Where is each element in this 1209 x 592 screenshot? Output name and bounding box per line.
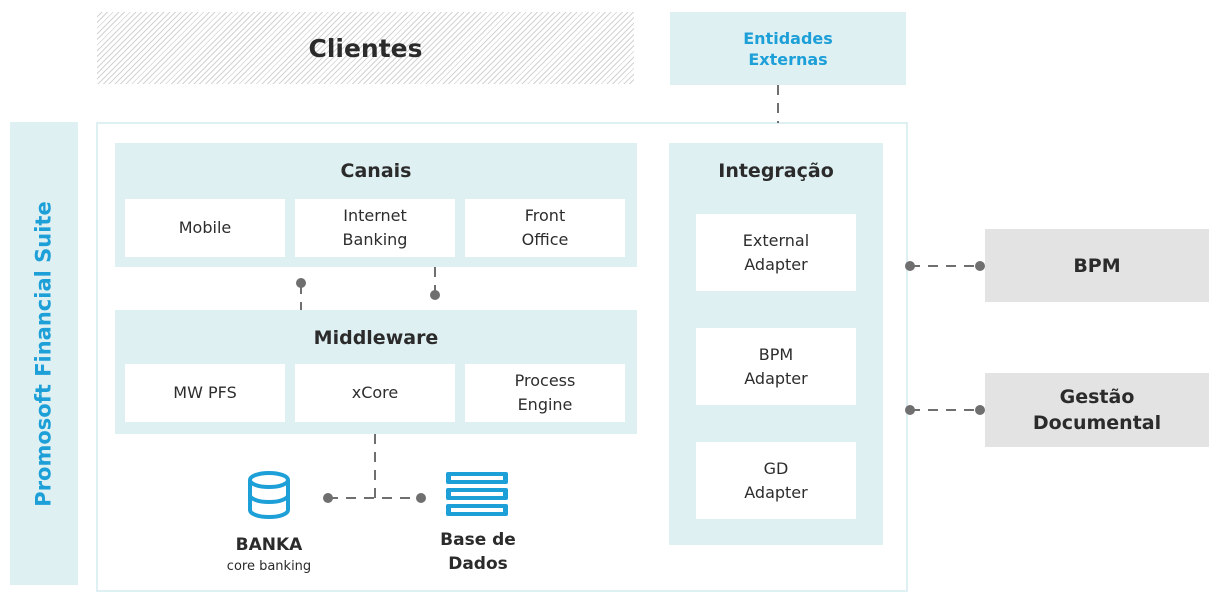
middleware-item-label: xCore [351,383,399,402]
integracao-item-bpm-adapter: BPM Adapter [696,328,856,405]
integracao-item-label: GD Adapter [744,458,808,502]
canais-item-mobile: Mobile [125,199,285,257]
external-entities-box: Entidades Externas [670,12,906,85]
external-entities-label: Entidades Externas [743,28,833,69]
gestao-documental-label: Gestão Documental [1032,386,1162,434]
canais-item-label: Front Office [521,206,569,249]
suite-title-bar: Promosoft Financial Suite [10,122,78,585]
middleware-item-label: Process Engine [514,371,576,414]
middleware-panel: Middleware MW PFS xCore Process Engine [115,310,637,434]
banka-subtitle: core banking [226,558,312,574]
banka-name: BANKA [235,535,303,555]
bpm-box: BPM [985,229,1209,302]
database-icon [248,471,290,519]
clients-label: Clientes [308,33,423,63]
integracao-item-external-adapter: External Adapter [696,214,856,291]
canais-item-label: Internet Banking [342,206,408,249]
connector-dot [416,493,426,503]
canais-item-label: Mobile [178,218,232,237]
integracao-item-gd-adapter: GD Adapter [696,442,856,519]
connector-dot [905,405,915,415]
middleware-item-xcore: xCore [295,364,455,422]
connector-dot [296,278,306,288]
canais-title: Canais [340,160,412,182]
integracao-item-label: External Adapter [742,230,810,274]
bpm-label: BPM [1073,254,1121,277]
connector-dot [430,290,440,300]
connector-dot [323,493,333,503]
integracao-title: Integração [718,160,834,182]
canais-panel: Canais Mobile Internet Banking Front Off… [115,143,637,267]
gestao-documental-box: Gestão Documental [985,373,1209,447]
middleware-item-mw-pfs: MW PFS [125,364,285,422]
connector-dot [905,261,915,271]
middleware-title: Middleware [313,327,439,349]
connector-dot [975,405,985,415]
middleware-item-label: MW PFS [173,383,237,402]
connector-dot [975,261,985,271]
integracao-panel: Integração External Adapter BPM Adapter … [669,143,883,545]
integracao-item-label: BPM Adapter [744,344,808,388]
canais-item-front-office: Front Office [465,199,625,257]
middleware-item-process-engine: Process Engine [465,364,625,422]
clients-box: Clientes [97,12,634,84]
canais-item-internet-banking: Internet Banking [295,199,455,257]
base-de-dados-label: Base de Dados [440,530,516,574]
